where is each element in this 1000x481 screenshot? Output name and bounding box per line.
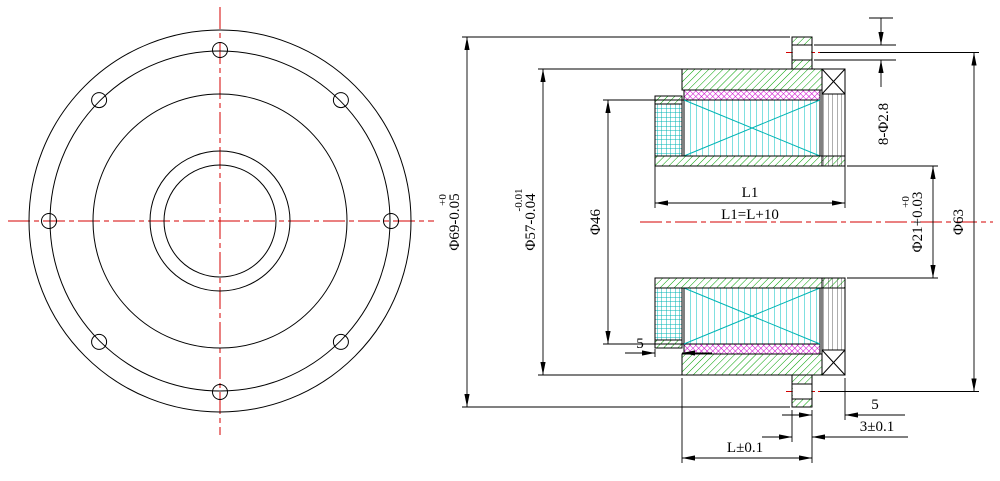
inner-pole-upper — [654, 155, 846, 167]
dim-coil-length: L±0.1 — [681, 378, 813, 463]
dim-phi57-tolerance: -0.01 — [513, 189, 525, 212]
dim-phi57: -0.01 Φ57-0.04 — [513, 68, 682, 376]
bearing-cross — [821, 349, 846, 376]
dim-phi57-label: Φ57-0.04 — [523, 193, 539, 251]
dim-bolt-holes-label: 8-Φ2.8 — [876, 103, 892, 145]
dim-gap-left: 5 — [625, 336, 712, 357]
dim-phi69-tolerance: +0 — [437, 194, 449, 206]
bearing-cross — [821, 68, 846, 95]
flange-hole-upper — [792, 45, 812, 60]
bolt-hole — [332, 92, 349, 109]
dim-phi21: +0 Φ21+0.03 — [847, 165, 938, 279]
flange-hole-lower — [792, 384, 812, 399]
dim-bolt-holes: 8-Φ2.8 — [814, 17, 896, 145]
sleeve-lower — [821, 277, 846, 351]
bolt-hole — [383, 213, 399, 229]
section-view — [654, 36, 846, 408]
dim-gap-right: 5 — [782, 378, 905, 420]
bolt-hole — [332, 333, 349, 350]
dim-phi46: Φ46 — [588, 99, 684, 345]
bolt-hole — [41, 213, 57, 229]
flange-outer-circle — [28, 29, 412, 413]
bolt-holes — [41, 42, 399, 400]
bolt-hole — [91, 333, 108, 350]
friction-block-lower — [654, 287, 683, 341]
friction-block-upper — [654, 103, 683, 157]
inner-pole-lower — [654, 277, 846, 289]
bolt-hole — [212, 42, 228, 58]
yoke-lower — [681, 353, 823, 376]
dim-gap-right-label: 5 — [871, 397, 879, 413]
coil-cross — [683, 287, 821, 345]
hub-circle — [149, 150, 291, 292]
dim-coil-length-label: L±0.1 — [727, 440, 763, 456]
insulation-upper — [683, 89, 821, 101]
dim-phi21-tolerance: +0 — [900, 196, 912, 208]
dim-flange-thickness-label: 3±0.1 — [860, 419, 894, 435]
coil-cross — [683, 99, 821, 157]
insulation-lower — [683, 343, 821, 355]
dim-gap-left-label: 5 — [636, 336, 644, 352]
bore-circle — [163, 164, 277, 278]
dim-phi21-label: Φ21+0.03 — [910, 192, 926, 253]
front-view — [28, 29, 412, 413]
dim-flange-thickness: 3±0.1 — [762, 410, 908, 442]
dim-l1: L1 L1=L+10 — [654, 166, 846, 223]
dim-phi63-label: Φ63 — [951, 209, 967, 235]
dim-phi69: +0 Φ69-0.05 — [437, 36, 790, 408]
bolt-circle — [49, 50, 391, 392]
dim-phi46-label: Φ46 — [588, 209, 604, 235]
bolt-hole — [91, 92, 108, 109]
dim-l1-formula: L1=L+10 — [721, 207, 779, 223]
dim-phi69-label: Φ69-0.05 — [447, 193, 463, 250]
sleeve-upper — [821, 93, 846, 167]
dim-phi63: Φ63 — [820, 52, 979, 392]
dim-l1-label: L1 — [742, 185, 759, 201]
bolt-hole — [212, 384, 228, 400]
dimensions: +0 Φ69-0.05 -0.01 Φ57-0.04 Φ46 L1 L1=L+1… — [437, 17, 979, 463]
body-step-circle — [92, 93, 348, 349]
yoke-upper — [681, 68, 823, 91]
